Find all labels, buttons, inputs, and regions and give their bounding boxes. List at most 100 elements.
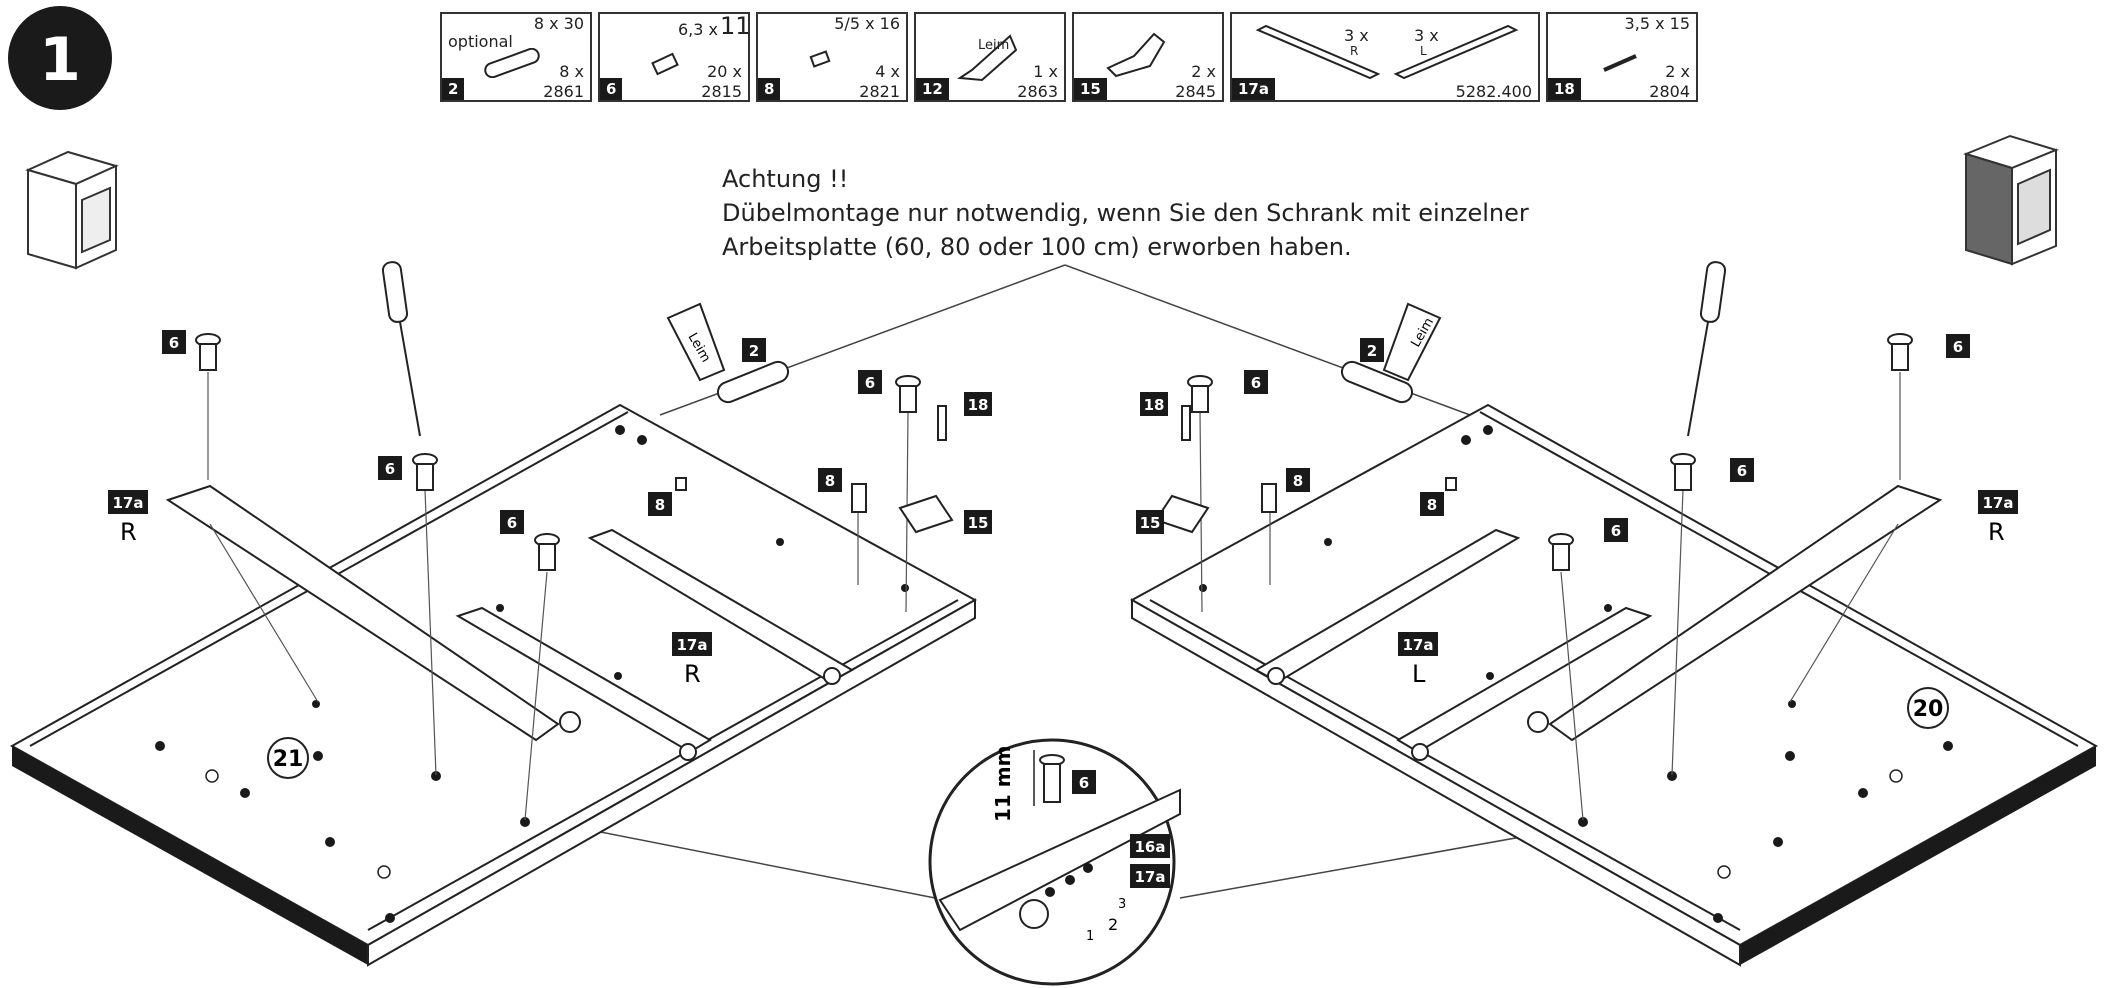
cabinet-left-icon: [25, 150, 119, 270]
panel-left-number: 21: [273, 747, 304, 772]
badge-17a-b: 17a: [677, 636, 708, 654]
badge-17a-d: 17a: [1983, 494, 2014, 512]
part-15-code: 2845: [1175, 82, 1216, 101]
part-6-number: 6: [600, 78, 623, 100]
part-17a-left-qty: 3 x: [1344, 26, 1369, 45]
badge-2-right: 2: [1367, 342, 1377, 360]
part-2-number: 2: [442, 78, 465, 100]
part-8-number: 8: [758, 78, 781, 100]
angle-bracket-icon: [1106, 32, 1166, 78]
part-8-qty: 4 x: [875, 62, 900, 81]
badge-15-right: 15: [1140, 514, 1161, 532]
notice-line-2: Arbeitsplatte (60, 80 oder 100 cm) erwor…: [722, 233, 1352, 261]
part-8: 5/5 x 16 4 x 2821 8: [756, 12, 908, 102]
badge-2-left: 2: [749, 342, 759, 360]
notice: Achtung !! Dübelmontage nur notwendig, w…: [722, 162, 1529, 264]
detail-small-1: 1: [1086, 929, 1094, 944]
part-12: 1 x 2863 Leim 12: [914, 12, 1066, 102]
part-2: optional 8 x 30 8 x 2861 2: [440, 12, 592, 102]
screwdriver-icons: [381, 261, 1727, 437]
side-l: L: [1412, 660, 1426, 688]
badge-8-c: 8: [1293, 472, 1303, 490]
badge-6-e: 6: [1953, 338, 1963, 356]
badge-8-d: 8: [1427, 496, 1437, 514]
part-15-number: 15: [1074, 78, 1107, 100]
part-17a-code: 5282.400: [1455, 82, 1532, 101]
part-12-qty: 1 x: [1033, 62, 1058, 81]
badge-8-b: 8: [825, 472, 835, 490]
part-15: 2 x 2845 15: [1072, 12, 1224, 102]
badge-16a-detail: 16a: [1135, 838, 1166, 856]
badge-18-right: 18: [1144, 396, 1165, 414]
step-number: 1: [39, 25, 81, 95]
part-2-qty: 8 x: [559, 62, 584, 81]
part-17a: 3 x R 3 x L 5282.400 17a: [1230, 12, 1540, 102]
dowels-and-glue: [666, 302, 1442, 404]
part-6: 6,3 x 11 20 x 2815 6: [598, 12, 751, 102]
detail-circle: [928, 738, 1181, 986]
badge-17a-c: 17a: [1403, 636, 1434, 654]
badge-18-left: 18: [968, 396, 989, 414]
detail-small-3: 3: [1118, 897, 1126, 912]
side-r-a: R: [120, 518, 137, 546]
part-18: 3,5 x 15 2 x 2804 18: [1546, 12, 1698, 102]
detail-small-2: 2: [1108, 915, 1118, 934]
part-6-size-big: 11: [720, 12, 751, 40]
part-15-qty: 2 x: [1191, 62, 1216, 81]
part-8-code: 2821: [859, 82, 900, 101]
badge-17a-detail: 17a: [1135, 868, 1166, 886]
part-17a-left-side: R: [1350, 44, 1359, 58]
notice-title: Achtung !!: [722, 165, 849, 193]
part-6-size: 6,3 x: [678, 20, 718, 39]
part-18-qty: 2 x: [1665, 62, 1690, 81]
part-18-code: 2804: [1649, 82, 1690, 101]
cabinet-right-icon: [1963, 134, 2059, 266]
notice-line-1: Dübelmontage nur notwendig, wenn Sie den…: [722, 199, 1529, 227]
part-17a-right-qty: 3 x: [1414, 26, 1439, 45]
euro-screw-icon: [651, 52, 679, 76]
part-12-number: 12: [916, 78, 949, 100]
euro-screws: [195, 333, 1913, 571]
part-18-size: 3,5 x 15: [1624, 14, 1690, 33]
badges: 6 6 6 6 6 6 6 6 6 2 2 8 8 8 8 18 18 15 1…: [108, 330, 2018, 888]
part-6-code: 2815: [701, 82, 742, 101]
pin-icon: [809, 50, 831, 68]
part-12-code: 2863: [1017, 82, 1058, 101]
panel-right: 20: [1129, 403, 2099, 967]
badge-17a-a: 17a: [113, 494, 144, 512]
part-2-size: 8 x 30: [533, 14, 584, 33]
badge-6-h: 6: [1251, 374, 1261, 392]
badge-8-a: 8: [655, 496, 665, 514]
screw-guides: [207, 372, 1901, 821]
part-8-size: 5/5 x 16: [834, 14, 900, 33]
panel-right-number: 20: [1913, 697, 1944, 722]
badge-6-f: 6: [1737, 462, 1747, 480]
badge-6-detail: 6: [1079, 774, 1089, 792]
part-2-extra: optional: [448, 32, 513, 51]
wood-screw-icon: [1603, 54, 1637, 72]
dowel-icon: [484, 48, 540, 78]
part-2-code: 2861: [543, 82, 584, 101]
badge-6-a: 6: [169, 334, 179, 352]
detail-height-label: 11 mm: [991, 746, 1015, 822]
badge-6-d: 6: [865, 374, 875, 392]
badge-6-b: 6: [385, 460, 395, 478]
badge-6-c: 6: [507, 514, 517, 532]
part-12-label: Leim: [978, 38, 1010, 53]
panel-left: 21: [9, 403, 978, 967]
side-r-c: R: [1988, 518, 2005, 546]
part-17a-right-side: L: [1420, 44, 1427, 58]
badge-15-left: 15: [968, 514, 989, 532]
badge-6-g: 6: [1611, 522, 1621, 540]
glue-tube-icon: [957, 34, 1018, 82]
part-17a-number: 17a: [1232, 78, 1275, 100]
part-18-number: 18: [1548, 78, 1581, 100]
side-letters: R R L R: [120, 518, 2005, 688]
step-badge: 1: [8, 6, 112, 110]
drawer-rail-icon: [1255, 24, 1519, 80]
pins-brackets-screws: [675, 405, 1457, 534]
part-6-qty: 20 x: [707, 62, 742, 81]
side-r-b: R: [684, 660, 701, 688]
